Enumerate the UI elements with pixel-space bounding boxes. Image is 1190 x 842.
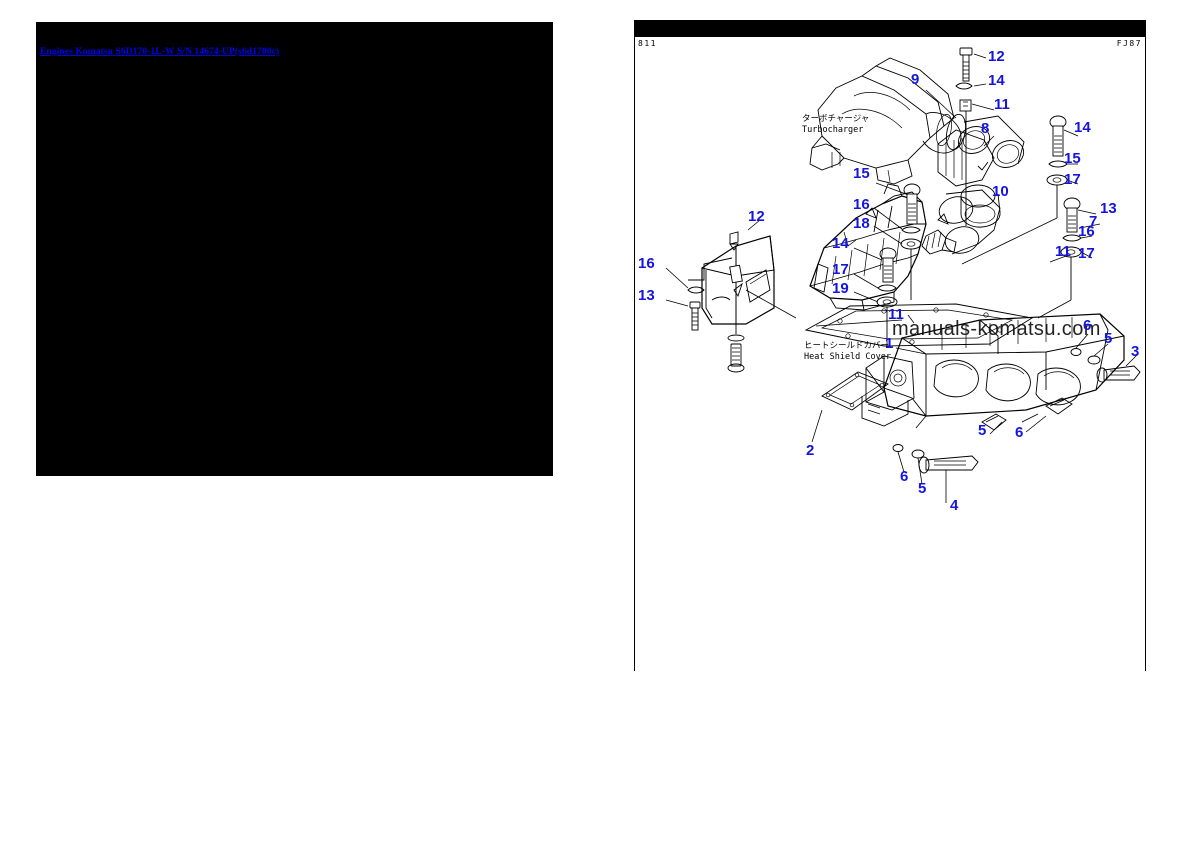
document-title-link[interactable]: Engines Komatsu S6D170-1L-W S/N 14674-UP… [40,47,280,57]
callout-18: 14 [1074,119,1091,136]
callout-20-d: 17 [832,261,849,278]
callout-6: 6 [900,468,909,485]
callout-21-c: 18 [853,215,870,232]
diagram-page-code-right: FJ87 [1116,39,1142,48]
callout-17-right: 13 [1100,200,1117,217]
callout-13: 11 [888,306,904,323]
diagram-page-code-left: 811 [638,39,657,48]
callout-20-a: 15 [1064,150,1081,167]
callout-12: 11 [1055,243,1071,260]
callout-17-left: 14 [832,235,849,252]
callout-1: 1 [885,335,894,352]
callout-19: 15 [853,165,870,182]
caption-turbocharger: ターボチャージャ Turbocharger [802,114,870,135]
callout-11-lower: 10 [992,183,1009,200]
callout-5-right: 5 [1104,330,1113,347]
callout-9: 7 [1089,213,1098,230]
document-viewer-panel[interactable]: Engines Komatsu S6D170-1L-W S/N 14674-UP… [36,22,553,476]
diagram-header-bar [634,20,1146,37]
callout-4: 4 [950,497,959,514]
callout-11: 9 [911,71,920,88]
caption-heat-shield-cover: ヒートシールドカバー Heat Shield Cover [804,341,891,362]
callout-8: 6 [1015,424,1024,441]
callout-21-b: 17 [1078,245,1095,262]
callout-2: 2 [806,442,815,459]
callout-14-left: 12 [748,208,765,225]
callout-7: 5 [978,422,987,439]
callout-5: 5 [918,480,927,497]
callout-20-b: 16 [1078,223,1095,240]
callout-15-left: 13 [638,287,655,304]
callout-20-c: 16 [853,196,870,213]
callout-21-d: 19 [832,280,849,297]
callout-10: 8 [981,120,990,137]
callout-6-right: 6 [1083,317,1092,334]
callout-14: 11 [994,96,1010,113]
callout-16-left: 16 [638,255,655,272]
callout-21-a: 17 [1064,171,1081,188]
callout-3: 3 [1131,343,1140,360]
callout-16: 14 [988,72,1005,89]
callout-15: 12 [988,48,1005,65]
watermark-text: manuals-komatsu.com [892,318,1101,340]
parts-diagram-panel: 811 FJ87 [626,18,1152,674]
